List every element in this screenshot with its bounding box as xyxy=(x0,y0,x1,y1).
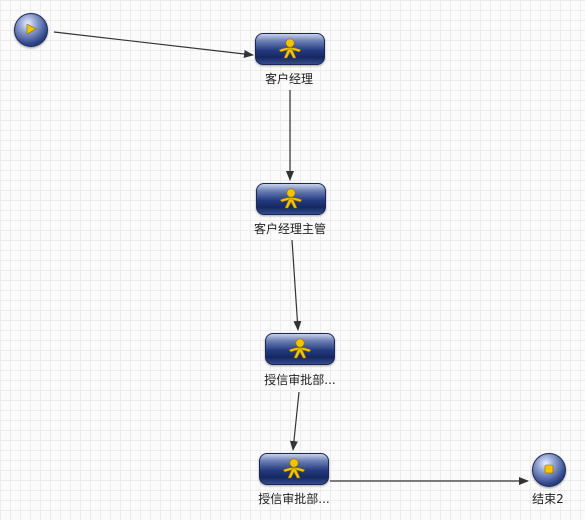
person-running-icon xyxy=(275,38,305,60)
play-icon xyxy=(24,21,38,40)
task-node-3[interactable] xyxy=(265,333,335,365)
task-label-2: 客户经理主管 xyxy=(253,222,327,236)
task-node-4[interactable] xyxy=(259,453,329,485)
edge-start-to-task1[interactable] xyxy=(53,31,254,58)
task-label-3: 授信审批部... xyxy=(264,373,336,387)
start-node[interactable] xyxy=(14,13,48,47)
task-node-2[interactable] xyxy=(256,183,326,215)
stop-icon xyxy=(542,461,556,480)
person-running-icon xyxy=(285,338,315,360)
task-label-1: 客户经理 xyxy=(264,72,314,86)
person-running-icon xyxy=(279,458,309,480)
task-node-1[interactable] xyxy=(255,33,325,65)
edge-task3-to-task4[interactable] xyxy=(289,391,300,451)
end-node[interactable] xyxy=(532,453,566,487)
edge-task2-to-task3[interactable] xyxy=(291,239,302,331)
end-label: 结束2 xyxy=(532,492,564,506)
person-running-icon xyxy=(276,188,306,210)
task-label-4: 授信审批部... xyxy=(258,492,330,506)
